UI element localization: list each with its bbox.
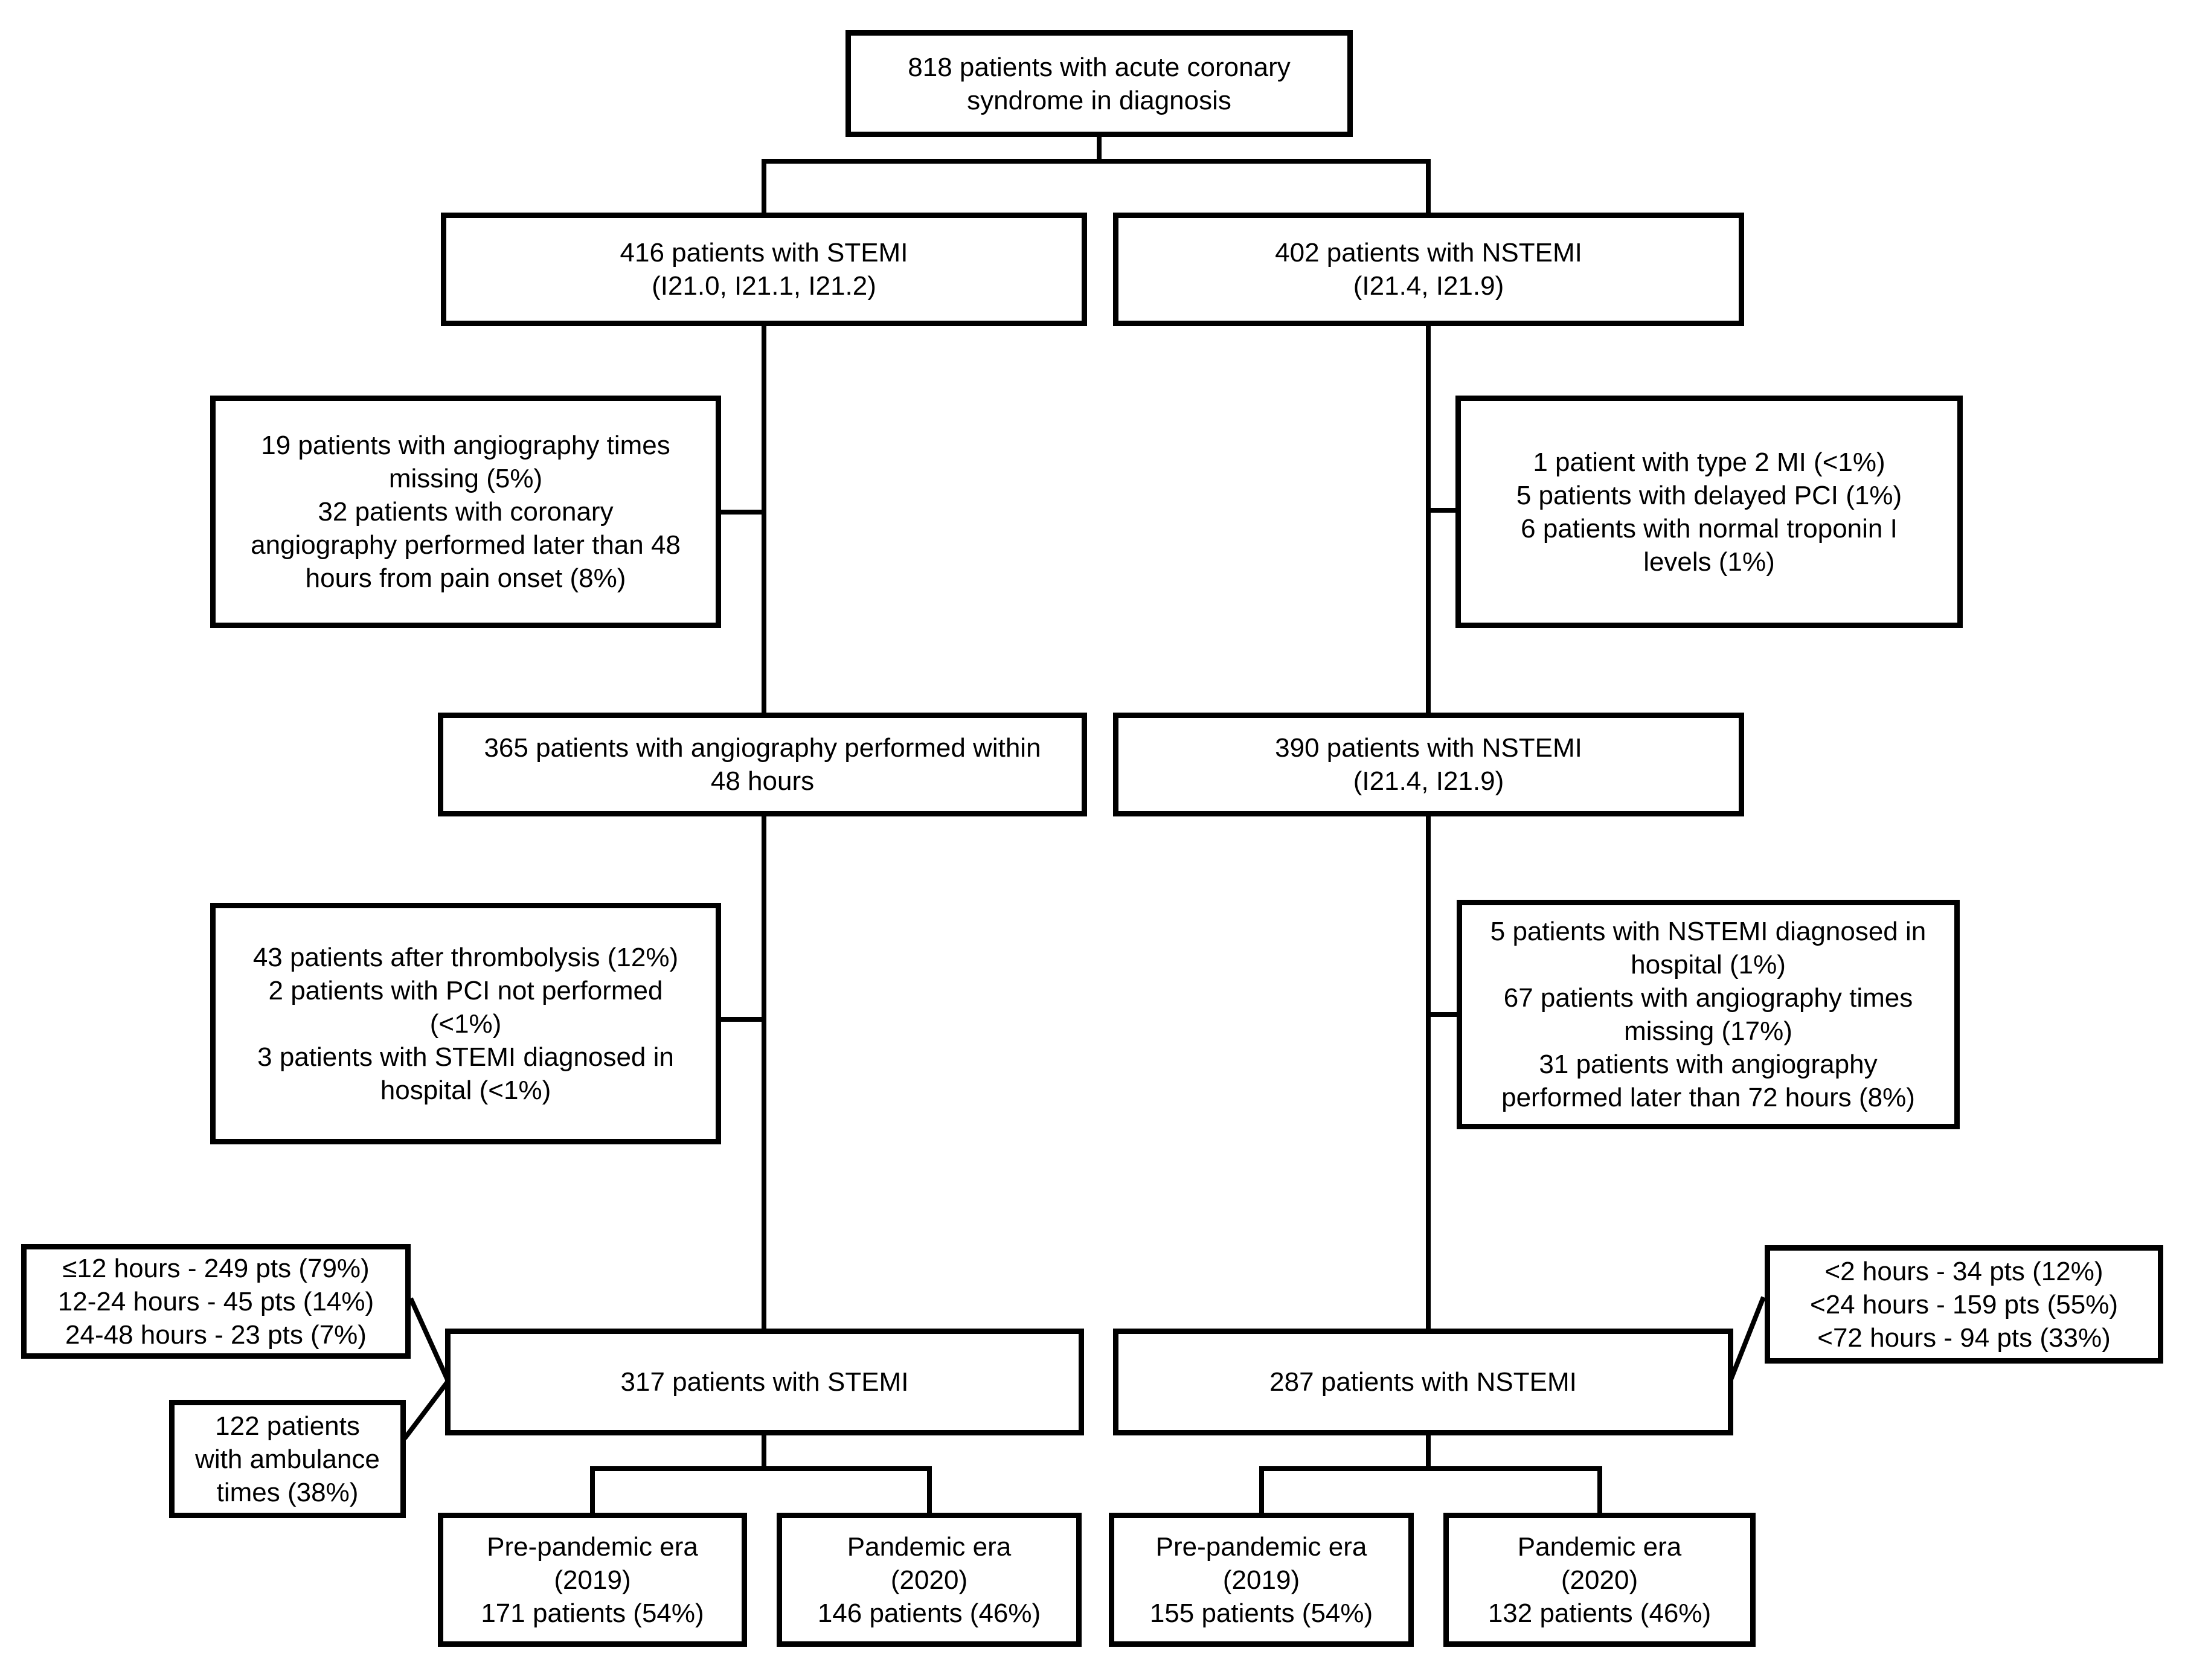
box-text-line: 317 patients with STEMI — [620, 1367, 909, 1397]
nstemi-exclusion-1-box: 1 patient with type 2 MI (<1%)5 patients… — [1455, 396, 1963, 628]
box-text-line: 12-24 hours - 45 pts (14%) — [57, 1286, 374, 1316]
stemi-416-box: 416 patients with STEMI(I21.0, I21.1, I2… — [441, 213, 1087, 326]
connector — [1728, 1296, 1766, 1382]
box-text-line: Pandemic era — [1517, 1531, 1682, 1562]
stemi-pandemic-box: Pandemic era(2020)146 patients (46%) — [777, 1513, 1082, 1647]
box-text-line: 132 patients (46%) — [1487, 1598, 1712, 1628]
stemi-317-box: 317 patients with STEMI — [445, 1329, 1084, 1435]
box-text-line: 5 patients with delayed PCI (1%) — [1516, 480, 1902, 510]
box-text-line: 155 patients (54%) — [1149, 1598, 1373, 1628]
box-text-line: 5 patients with NSTEMI diagnosed in — [1490, 917, 1927, 946]
box-text-line: (2019) — [554, 1565, 631, 1595]
box-text-line: 6 patients with normal troponin I — [1521, 513, 1898, 543]
box-text-line: performed later than 72 hours (8%) — [1501, 1083, 1915, 1112]
nstemi-402-box: 402 patients with NSTEMI(I21.4, I21.9) — [1113, 213, 1744, 326]
stemi-exclusion-1-box: 19 patients with angiography times missin… — [210, 396, 721, 628]
box-text-line: <2 hours - 34 pts (12%) — [1824, 1256, 2103, 1286]
box-text-line: with ambulance — [195, 1444, 380, 1474]
box-text-line: 1 patient with type 2 MI (<1%) — [1533, 447, 1885, 477]
box-text-line: (I21.4, I21.9) — [1353, 271, 1504, 301]
stemi-365-box: 365 patients with angiography performed … — [438, 713, 1087, 816]
box-text-line: (2019) — [1222, 1565, 1300, 1595]
nstemi-pre-pandemic-box: Pre-pandemic era(2019)155 patients (54%) — [1109, 1513, 1414, 1647]
box-text-line: 67 patients with angiography times — [1503, 983, 1913, 1013]
box-text-line: 24-48 hours - 23 pts (7%) — [65, 1319, 367, 1350]
box-text-line: (2020) — [1561, 1565, 1638, 1595]
box-text-line: 43 patients after thrombolysis (12%) — [252, 942, 679, 972]
connector — [408, 1297, 451, 1382]
box-text-line: ≤12 hours - 249 pts (79%) — [62, 1253, 370, 1283]
box-text-line: 3 patients with STEMI diagnosed in — [257, 1042, 674, 1072]
stemi-pre-pandemic-box: Pre-pandemic era(2019)171 patients (54%) — [438, 1513, 747, 1647]
box-text-line: 390 patients with NSTEMI — [1275, 733, 1582, 763]
box-text-line: times (38%) — [216, 1477, 359, 1507]
box-text-line: (2020) — [890, 1565, 968, 1595]
nstemi-pain-to-angio-times-box: <2 hours - 34 pts (12%)<24 hours - 159 p… — [1765, 1245, 2163, 1364]
box-text-line: hospital (<1%) — [380, 1075, 551, 1105]
box-text-line: syndrome in diagnosis — [967, 85, 1231, 115]
box-text-line: 818 patients with acute coronary — [908, 52, 1291, 82]
nstemi-390-box: 390 patients with NSTEMI(I21.4, I21.9) — [1113, 713, 1744, 816]
box-text-line: angiography performed later than 48 — [251, 530, 681, 560]
box-text-line: missing (17%) — [1624, 1016, 1792, 1046]
nstemi-exclusion-2-box: 5 patients with NSTEMI diagnosed in hospi… — [1457, 900, 1960, 1129]
box-text-line: 31 patients with angiography — [1539, 1050, 1878, 1079]
box-text-line: 402 patients with NSTEMI — [1275, 238, 1582, 268]
box-text-line: 32 patients with coronary — [318, 497, 614, 527]
box-text-line: 146 patients (46%) — [817, 1598, 1041, 1628]
nstemi-287-box: 287 patients with NSTEMI — [1113, 1329, 1733, 1435]
box-text-line: Pre-pandemic era — [487, 1531, 698, 1562]
stemi-pain-to-angio-times-box: ≤12 hours - 249 pts (79%)12-24 hours - 4… — [21, 1244, 411, 1359]
box-text-line: missing (5%) — [388, 464, 543, 493]
stemi-exclusion-2-box: 43 patients after thrombolysis (12%)2 pa… — [210, 903, 721, 1144]
box-text-line: 19 patients with angiography times — [261, 431, 670, 460]
box-text-line: 2 patients with PCI not performed — [268, 975, 663, 1005]
box-text-line: (I21.0, I21.1, I21.2) — [652, 271, 876, 301]
box-text-line: hospital (1%) — [1631, 950, 1786, 979]
box-text-line: levels (1%) — [1643, 547, 1775, 577]
box-text-line: (I21.4, I21.9) — [1353, 766, 1504, 796]
nstemi-pandemic-box: Pandemic era(2020)132 patients (46%) — [1443, 1513, 1756, 1647]
box-text-line: 365 patients with angiography performed … — [484, 733, 1041, 763]
box-text-line: 171 patients (54%) — [481, 1598, 704, 1628]
box-text-line: hours from pain onset (8%) — [305, 563, 626, 593]
box-text-line: (<1%) — [429, 1008, 502, 1039]
box-text-line: 122 patients — [215, 1411, 360, 1441]
connector — [402, 1379, 451, 1440]
box-text-line: Pre-pandemic era — [1155, 1531, 1367, 1562]
box-text-line: 48 hours — [710, 766, 815, 796]
box-text-line: Pandemic era — [847, 1531, 1012, 1562]
box-text-line: 287 patients with NSTEMI — [1269, 1367, 1577, 1397]
box-text-line: <72 hours - 94 pts (33%) — [1817, 1323, 2111, 1353]
box-text-line: 416 patients with STEMI — [620, 238, 908, 268]
box-text-line: <24 hours - 159 pts (55%) — [1810, 1289, 2118, 1319]
